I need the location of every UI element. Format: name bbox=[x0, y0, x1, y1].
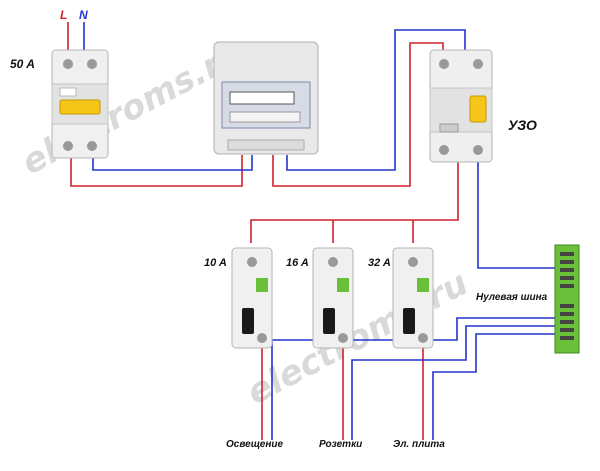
breaker-2-rating: 16 A bbox=[286, 257, 309, 269]
load-sockets-label: Розетки bbox=[319, 439, 362, 450]
main-breaker-rating: 50 A bbox=[10, 57, 35, 71]
neutral-bus-label: Нулевая шина bbox=[476, 292, 548, 303]
rcd-toggle bbox=[469, 95, 487, 123]
rcd-label: УЗО bbox=[508, 117, 537, 133]
stove-neutral-wire bbox=[432, 333, 557, 440]
breaker-10a bbox=[231, 247, 273, 349]
load-lighting-label: Освещение bbox=[226, 439, 284, 450]
lighting-neutral-wire bbox=[271, 317, 557, 440]
meter-to-rcd-neutral bbox=[286, 29, 466, 171]
main-breaker bbox=[51, 49, 109, 159]
breaker-16a bbox=[312, 247, 354, 349]
breaker-1-rating: 10 A bbox=[204, 257, 227, 269]
load-stove-label: Эл. плита bbox=[393, 439, 445, 450]
sockets-neutral-wire bbox=[351, 325, 557, 440]
rcd-to-breakers-phase bbox=[250, 160, 459, 243]
breaker-32a bbox=[392, 247, 434, 349]
breaker-to-meter-neutral bbox=[92, 155, 253, 171]
rcd-device bbox=[429, 49, 493, 163]
phase-label: L bbox=[60, 8, 67, 22]
breaker-3-rating: 32 A bbox=[368, 257, 391, 269]
rcd-test-button bbox=[439, 123, 459, 133]
meter-to-rcd-phase bbox=[272, 42, 444, 187]
toggle-yellow bbox=[59, 99, 101, 115]
neutral-label: N bbox=[79, 8, 88, 22]
watermark-bottom: electroms.ru bbox=[240, 263, 474, 413]
rcd-to-bus-neutral bbox=[477, 160, 557, 269]
electricity-meter bbox=[213, 41, 319, 155]
neutral-bus-bar bbox=[554, 244, 580, 354]
